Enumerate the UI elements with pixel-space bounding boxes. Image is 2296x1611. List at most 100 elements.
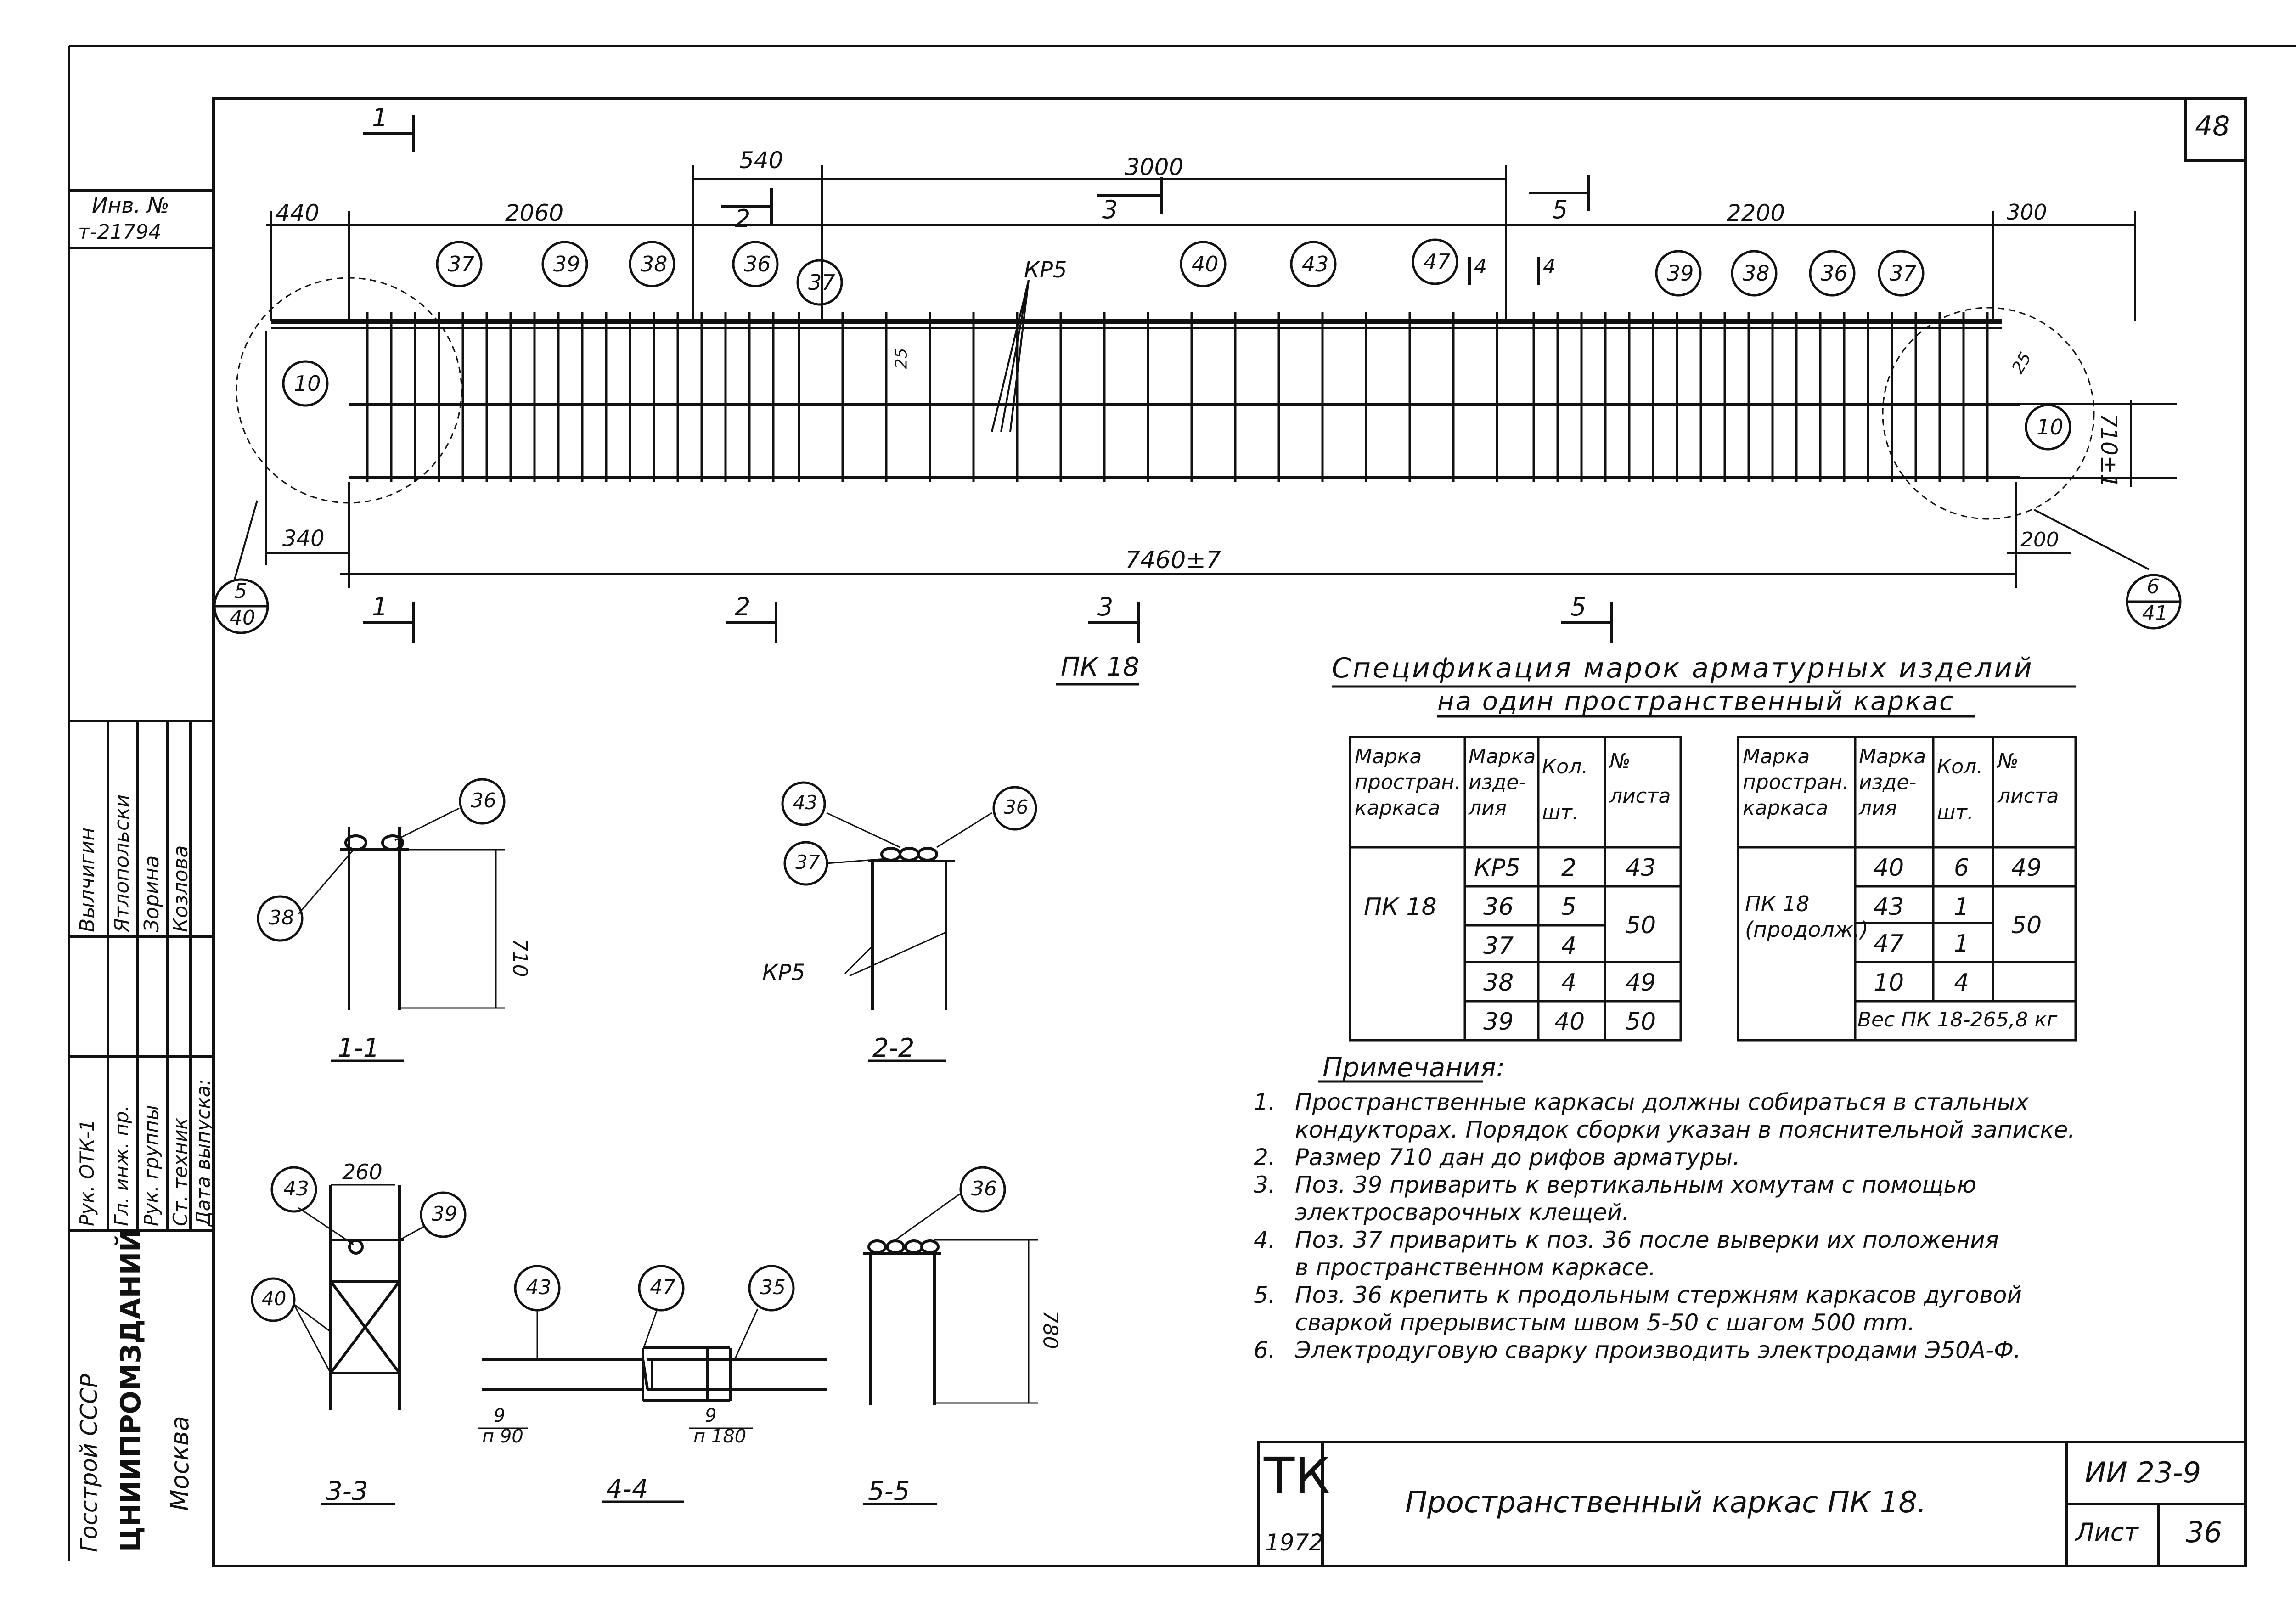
dim-small-1: 25 [892, 348, 911, 369]
detail-left-top: 5 [234, 580, 247, 603]
dim-340: 340 [282, 526, 325, 552]
note-number: 4. [1254, 1227, 1276, 1253]
rt-r2c2: 1 [1954, 893, 1970, 921]
rt-r2c1: 43 [1874, 893, 1904, 921]
rt-h1: Марка простран. каркаса [1743, 745, 1849, 820]
dim-200: 200 [2020, 528, 2059, 552]
s44-callout-43: 43 [526, 1276, 551, 1299]
callout-39b: 39 [1667, 261, 1694, 286]
notes-title: Примечания: [1322, 1052, 1505, 1083]
note-line: в пространственном каркасе. [1295, 1254, 1656, 1281]
lt-r3c1: 37 [1483, 932, 1514, 960]
s44-weld2-top: 9 [705, 1405, 717, 1426]
callout-10a: 10 [294, 371, 321, 396]
section-1-1 [257, 778, 506, 1062]
s55-dim: 780 [1038, 1310, 1062, 1349]
rt-r1c3: 49 [2011, 854, 2042, 882]
callout-38b: 38 [1743, 261, 1770, 286]
s33-caption: 3-3 [326, 1476, 368, 1506]
spec-title-2: на один пространственный каркас [1437, 687, 1955, 716]
note-line: Поз. 39 приварить к вертикальным хомутам… [1295, 1172, 1977, 1198]
lt-r4c3: 49 [1626, 969, 1656, 997]
s22-callout-36: 36 [1004, 796, 1029, 818]
tk-year: 1972 [1265, 1529, 1324, 1556]
rt-h3: Кол. шт. [1937, 755, 1983, 824]
name-3: Зорина [140, 855, 163, 932]
lt-r2c1: 36 [1483, 893, 1514, 921]
note-item: 6.Электродуговую сварку производить элек… [1254, 1336, 2218, 1364]
s44-weld1-top: 9 [494, 1405, 506, 1426]
lt-r2c3: 50 [1626, 912, 1656, 939]
s33-dim: 260 [342, 1160, 383, 1184]
s44-weld1-bot: п 90 [482, 1426, 523, 1447]
inv-number: т-21794 [78, 220, 162, 244]
sec-top-5: 5 [1552, 195, 1568, 224]
dim-7460: 7460±7 [1125, 546, 1221, 574]
drawing-title: Пространственный каркас ПК 18. [1405, 1486, 1927, 1520]
note-number: 3. [1254, 1172, 1276, 1198]
detail-right-top: 6 [2147, 575, 2160, 598]
label-kr5: КР5 [1024, 257, 1067, 283]
callout-38a: 38 [641, 252, 668, 276]
dim-540: 540 [739, 147, 783, 174]
name-2: Ятлопольски [110, 794, 134, 932]
section-2-2 [781, 781, 1037, 1062]
sheet-border [68, 45, 2296, 1567]
note-line: Электродуговую сварку производить электр… [1295, 1337, 2021, 1363]
lt-r4c2: 4 [1561, 969, 1577, 997]
note-item: 3. Поз. 39 приварить к вертикальным хомут… [1254, 1171, 2218, 1226]
note-number: 2. [1254, 1144, 1276, 1171]
inv-label: Инв. № [92, 193, 169, 218]
role-5: Дата выпуска: [192, 1079, 214, 1226]
rt-h4: № листа [1998, 749, 2059, 808]
detail-right-bottom: 41 [2142, 602, 2168, 625]
callout-37b: 37 [808, 270, 835, 295]
s11-dim: 710 [508, 938, 532, 977]
s22-caption: 2-2 [872, 1033, 915, 1063]
rt-h2: Марка изде- лия [1859, 745, 1926, 820]
note-line: сваркой прерывистым швом 5-50 с шагом 50… [1295, 1309, 1915, 1336]
lt-r3c2: 4 [1561, 932, 1577, 960]
sec-bot-2: 2 [735, 592, 751, 621]
s44-callout-35: 35 [760, 1276, 786, 1299]
s44-caption: 4-4 [606, 1474, 648, 1504]
name-1: Вылчигин [76, 827, 99, 932]
note-line: электросварочных клещей. [1295, 1199, 1630, 1226]
callout-37a: 37 [448, 252, 475, 276]
name-4: Козлова [169, 845, 192, 933]
notes-list: 1.Пространственные каркасы должны собира… [1254, 1088, 2218, 1364]
role-3: Рук. группы [140, 1105, 163, 1226]
lt-r5c2: 40 [1554, 1008, 1585, 1036]
rt-weight: Вес ПК 18-265,8 кг [1857, 1008, 2058, 1031]
org-line-3: Москва [165, 1416, 194, 1511]
lt-r4c1: 38 [1483, 969, 1514, 997]
callout-36b: 36 [1821, 261, 1848, 286]
main-caption: ПК 18 [1061, 652, 1139, 682]
sheet-code: ИИ 23-9 [2085, 1456, 2201, 1489]
dim-2060: 2060 [505, 200, 564, 226]
role-2: Гл. инж. пр. [110, 1105, 133, 1226]
note-line: кондукторах. Порядок сборки указан в поя… [1295, 1116, 2076, 1143]
note-number: 5. [1254, 1282, 1276, 1308]
rt-r3c1: 47 [1874, 930, 1904, 958]
callout-37c: 37 [1890, 261, 1917, 286]
callout-36a: 36 [744, 252, 771, 276]
callout-10b: 10 [2037, 415, 2064, 439]
tk-label: ТК [1264, 1447, 1331, 1505]
sec-top-2: 2 [735, 204, 751, 233]
org-line-2: ЦНИИПРОМЗДАНИЙ [115, 1228, 147, 1552]
sec-top-4a: 4 [1474, 255, 1487, 278]
sec-bot-5: 5 [1570, 592, 1587, 621]
note-item: 5.Поз. 36 крепить к продольным стержням … [1254, 1281, 2218, 1336]
spec-table-lines [1318, 685, 2077, 1083]
s44-callout-47: 47 [650, 1276, 675, 1299]
spec-title-1: Спецификация марок арматурных изделий [1332, 652, 2034, 684]
lt-h2: Марка изде- лия [1469, 745, 1536, 820]
lt-r5c3: 50 [1626, 1008, 1656, 1036]
note-item: 1.Пространственные каркасы должны собира… [1254, 1088, 2218, 1143]
note-line: Пространственные каркасы должны собирать… [1295, 1089, 2029, 1115]
cage-elevation [233, 115, 2177, 686]
lt-r1c2: 2 [1561, 854, 1577, 882]
detail-left-bottom: 40 [230, 606, 255, 630]
